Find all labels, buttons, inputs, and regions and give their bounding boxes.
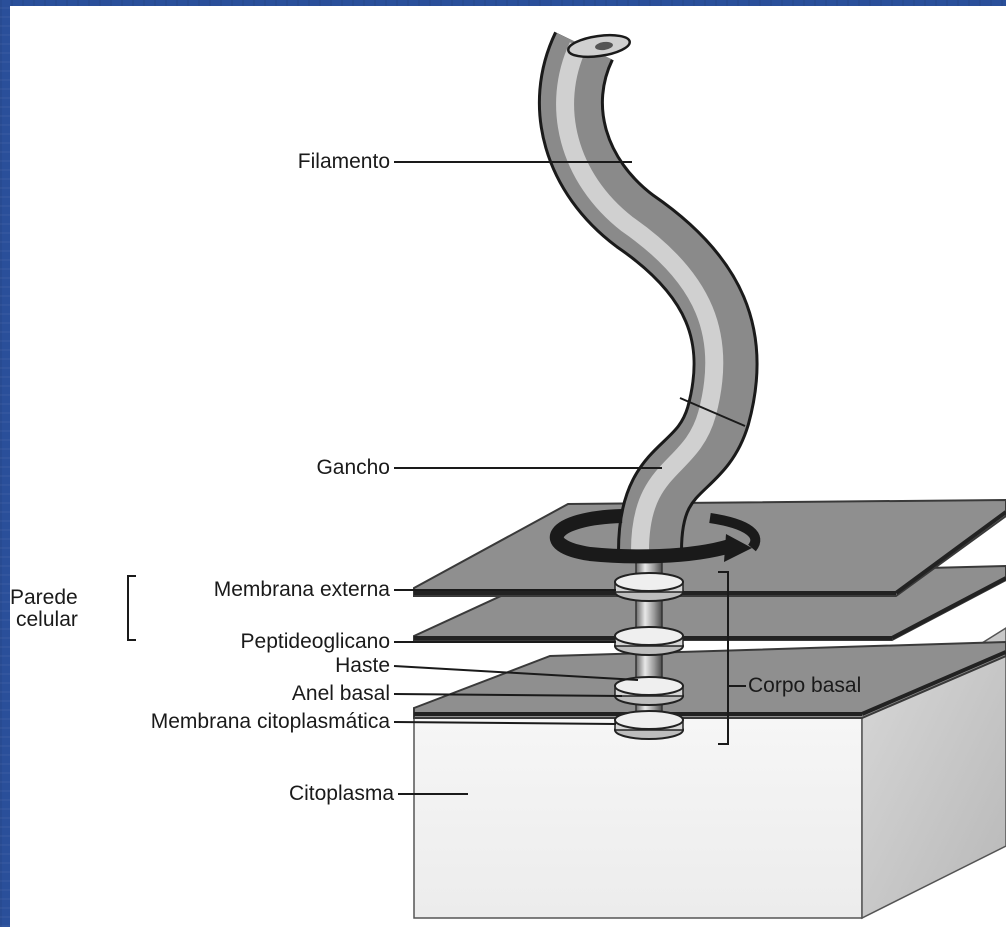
label-parede-celular-1: Parede — [10, 586, 78, 610]
label-parede-celular-2: celular — [16, 608, 78, 632]
label-citoplasma: Citoplasma — [190, 782, 394, 806]
label-haste: Haste — [130, 654, 390, 678]
label-membrana-externa: Membrana externa — [130, 578, 390, 602]
flagellum-tube — [565, 32, 745, 551]
ring-l — [615, 573, 683, 601]
label-membrana-citoplasmatica: Membrana citoplasmática — [30, 710, 390, 734]
diagram-canvas: Filamento Gancho Parede celular Membrana… — [10, 6, 1006, 927]
label-anel-basal: Anel basal — [130, 682, 390, 706]
ring-p — [615, 627, 683, 655]
label-gancho: Gancho — [190, 456, 390, 480]
label-peptideoglicano: Peptideoglicano — [130, 630, 390, 654]
ring-c — [615, 711, 683, 739]
label-corpo-basal: Corpo basal — [748, 674, 861, 698]
flagellum-diagram — [10, 6, 1006, 927]
ring-ms — [615, 677, 683, 705]
label-filamento: Filamento — [190, 150, 390, 174]
